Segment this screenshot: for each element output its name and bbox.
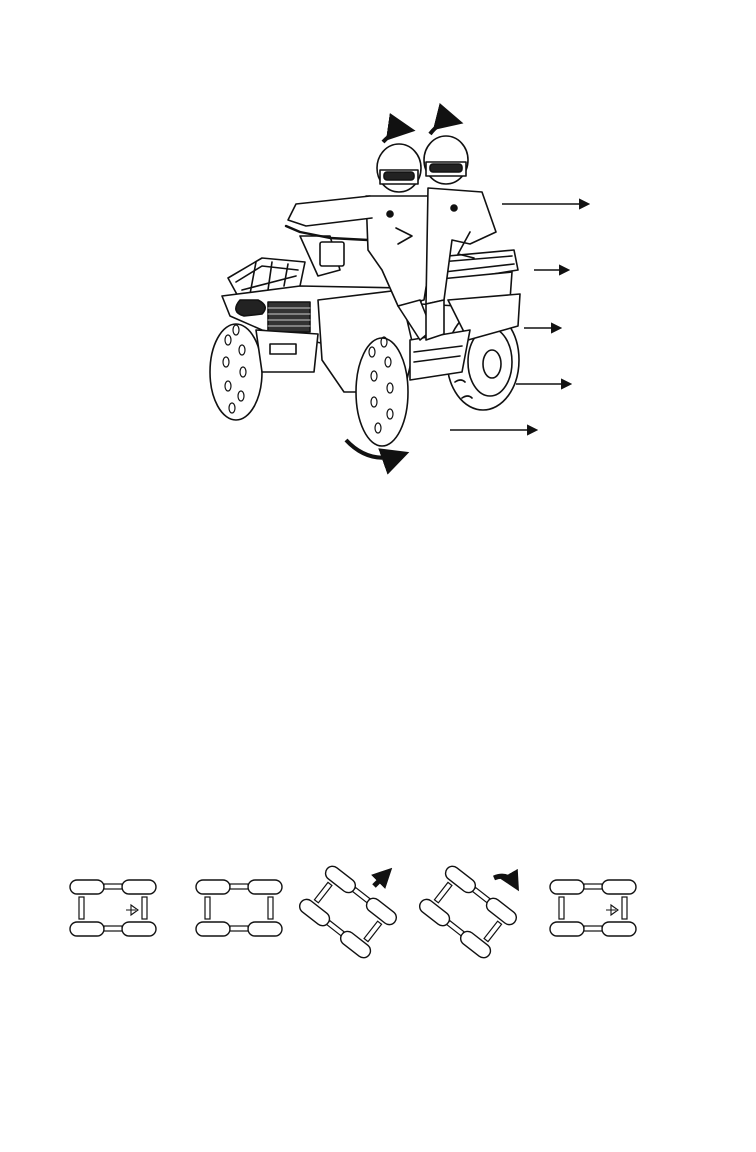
chassis-frame-5: [550, 880, 636, 936]
helmet-rotation-arrow: [430, 121, 458, 134]
rotation-arrow: [494, 876, 516, 886]
front-right-wheel: [356, 337, 408, 446]
pitch-up-arrow: [374, 872, 388, 886]
chassis-frame-1: [70, 880, 156, 936]
chassis-sequence: [0, 840, 756, 980]
atv-illustration: [0, 0, 756, 520]
small-direction-arrow: [606, 905, 618, 915]
front-left-wheel: [210, 324, 262, 420]
small-direction-arrow: [126, 905, 138, 915]
chassis-frame-2: [196, 880, 282, 936]
helmet-rotation-arrow: [383, 130, 410, 142]
